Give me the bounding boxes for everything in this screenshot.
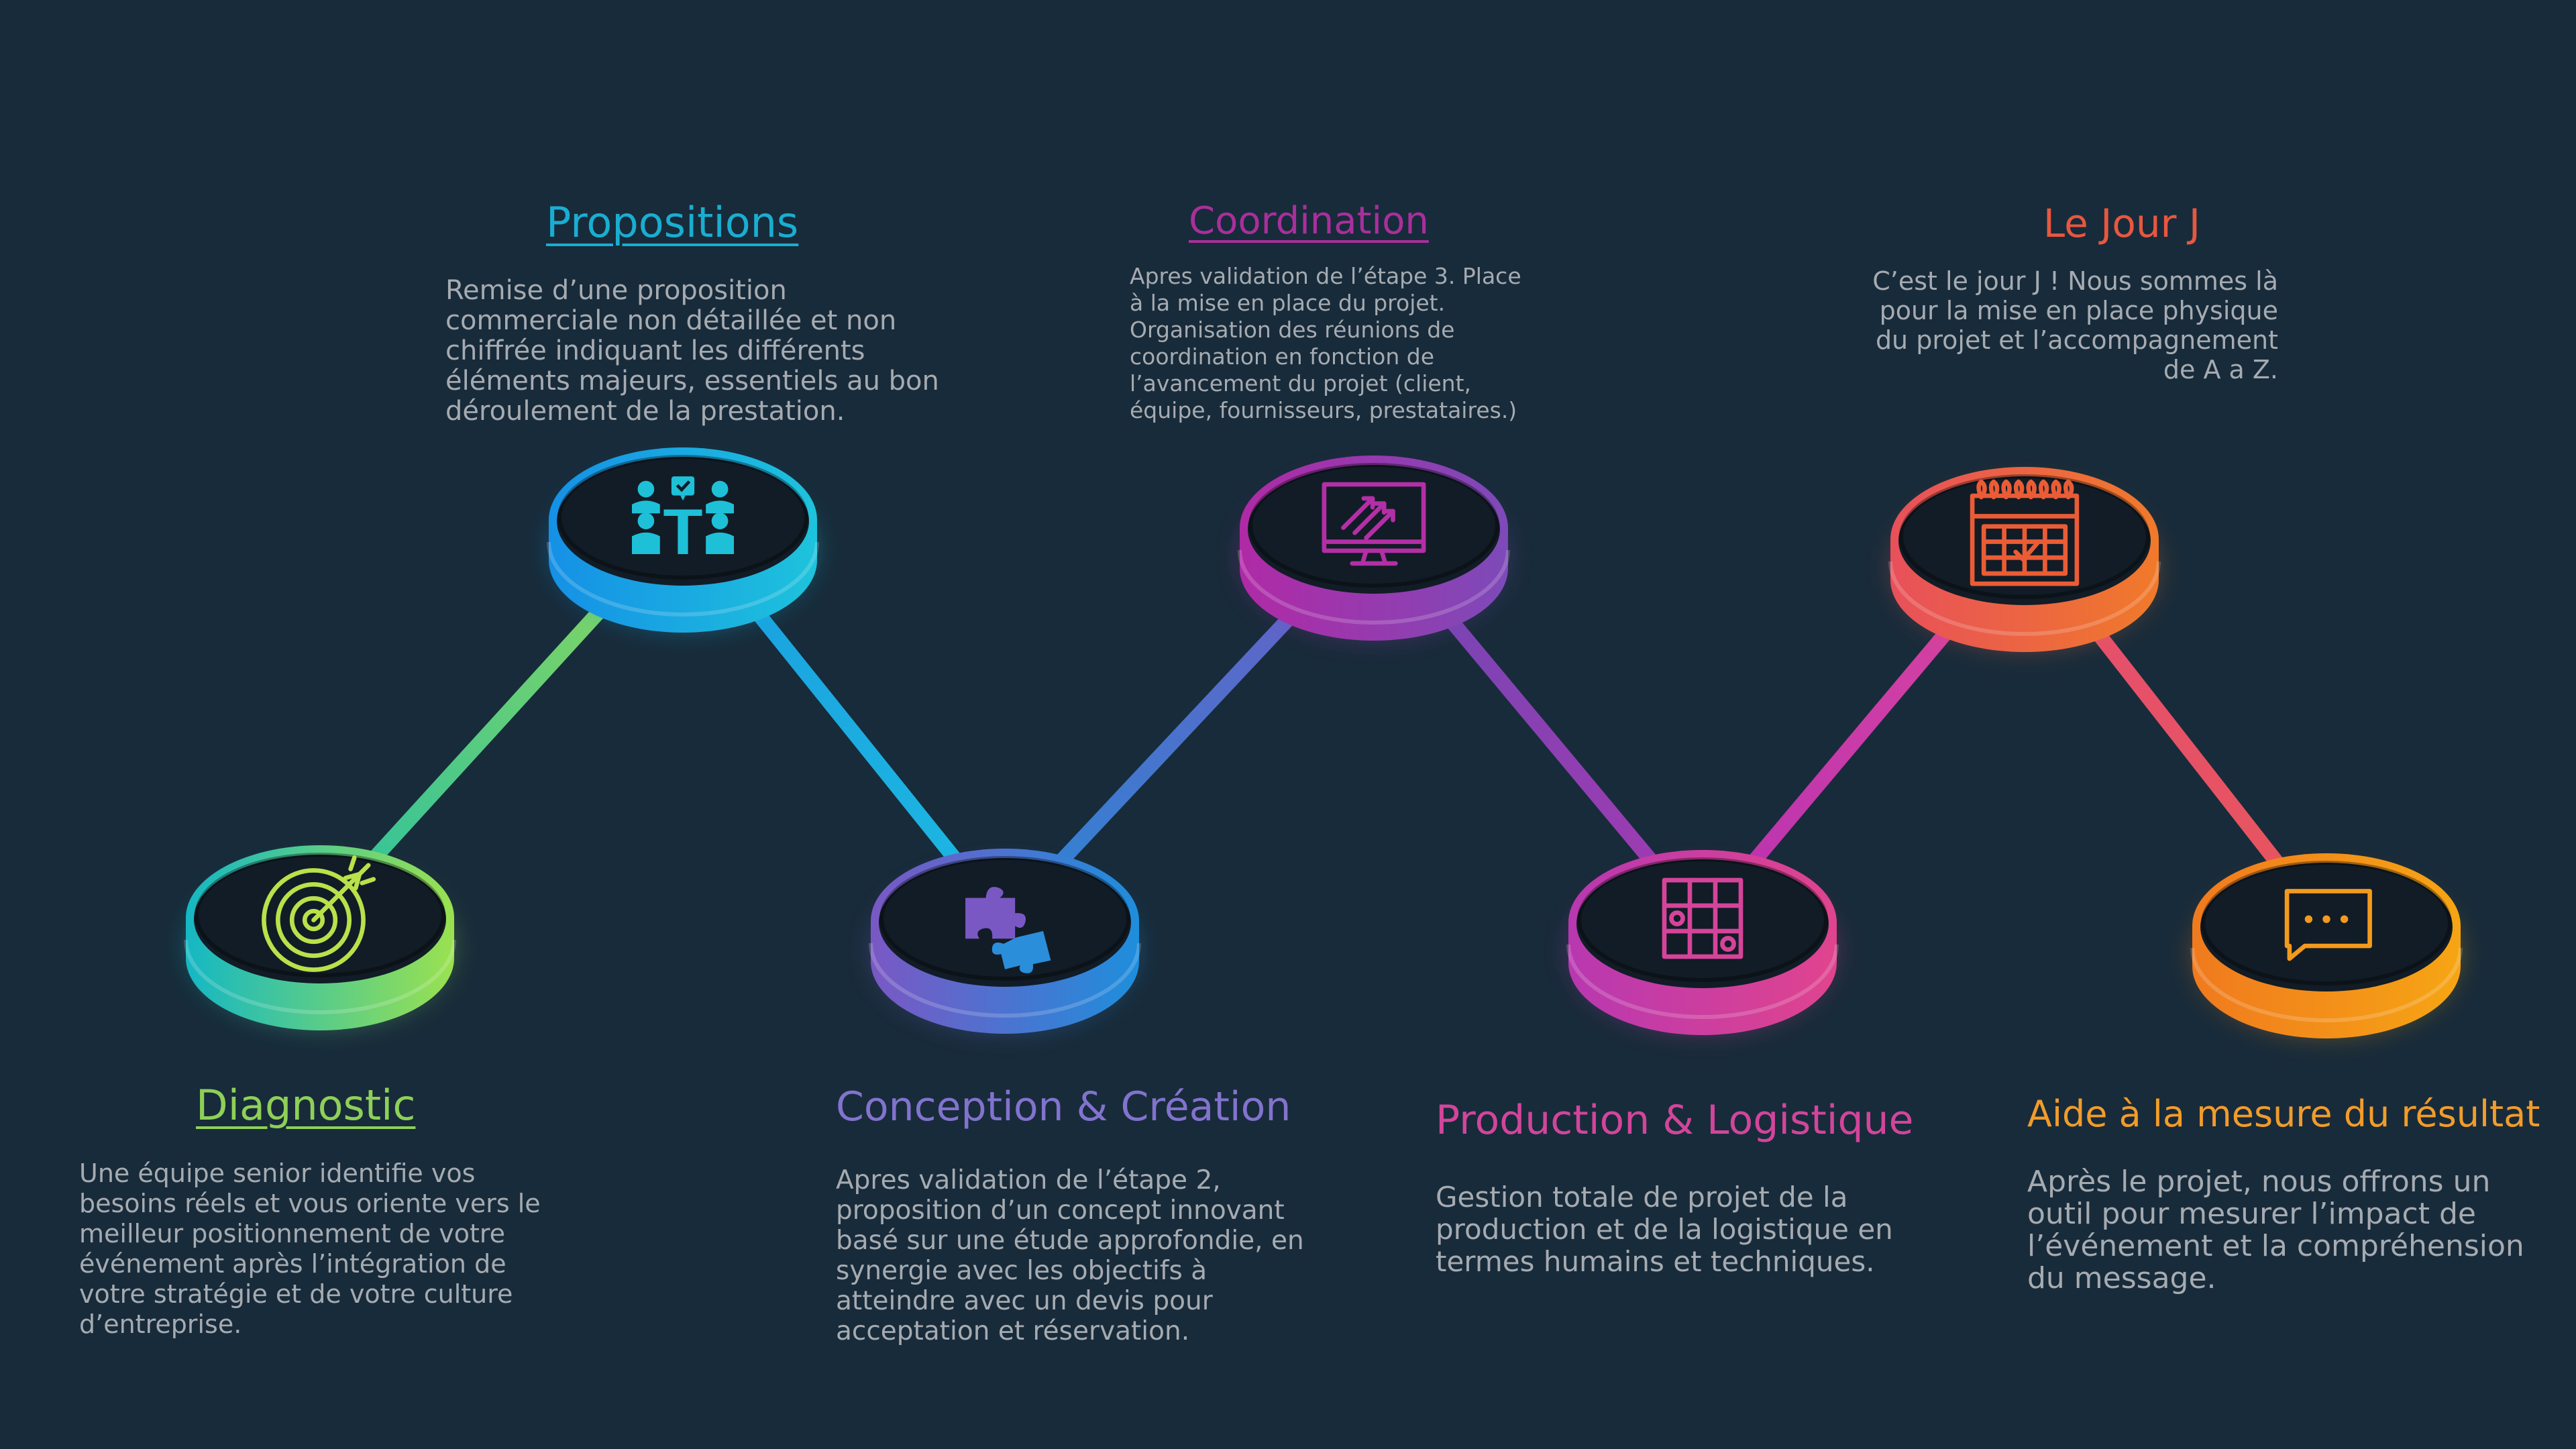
disc-production (1566, 850, 1839, 1035)
disc-conception (869, 849, 1141, 1034)
calendar-icon (1970, 479, 2080, 586)
disc-coordination (1238, 455, 1510, 641)
step-title-mesure: Aide à la mesure du résultat (2027, 1093, 2540, 1135)
disc-jour-j (1888, 467, 2161, 652)
monitor-chart-icon (1322, 482, 1426, 566)
step-title-production: Production & Logistique (1436, 1097, 1914, 1144)
puzzle-icon (965, 887, 1051, 973)
step-title-conception: Conception & Création (836, 1083, 1291, 1130)
team-meeting-icon (632, 476, 734, 554)
step-desc-diagnostic: Une équipe senior identifie vos besoins … (79, 1159, 541, 1340)
step-coordination: Coordination Apres validation de l’étape… (1130, 199, 1707, 424)
target-icon (262, 855, 376, 972)
step-desc-production: Gestion totale de projet de la productio… (1436, 1181, 1893, 1278)
step-desc-jour-j: C’est le jour J ! Nous sommes là pour la… (1872, 266, 2278, 384)
chat-bubble-icon (2284, 889, 2372, 961)
step-diagnostic: Diagnostic Une équipe senior identifie v… (79, 1081, 629, 1340)
discs (184, 447, 2463, 1038)
disc-diagnostic (184, 845, 456, 1030)
step-desc-coordination: Apres validation de l’étape 3. Place à l… (1130, 263, 1521, 424)
step-propositions: Propositions Remise d’une proposition co… (445, 199, 1022, 427)
step-title-coordination: Coordination (1189, 199, 1429, 243)
step-conception: Conception & Création Apres validation d… (836, 1083, 1440, 1347)
step-desc-conception: Apres validation de l’étape 2, propositi… (836, 1165, 1304, 1346)
step-title-jour-j: Le Jour J (2043, 201, 2200, 246)
grid-plan-icon (1662, 877, 1743, 959)
disc-propositions (547, 447, 819, 633)
step-title-propositions: Propositions (546, 198, 799, 247)
step-jour-j: Le Jour J C’est le jour J ! Nous sommes … (1771, 201, 2278, 384)
step-production: Production & Logistique Gestion totale d… (1436, 1097, 2080, 1278)
disc-mesure (2190, 853, 2463, 1038)
step-desc-mesure: Après le projet, nous offrons un outil p… (2027, 1165, 2524, 1296)
step-desc-propositions: Remise d’une proposition commerciale non… (445, 275, 939, 427)
step-mesure: Aide à la mesure du résultat Après le pr… (2027, 1093, 2571, 1295)
step-title-diagnostic: Diagnostic (196, 1081, 416, 1130)
